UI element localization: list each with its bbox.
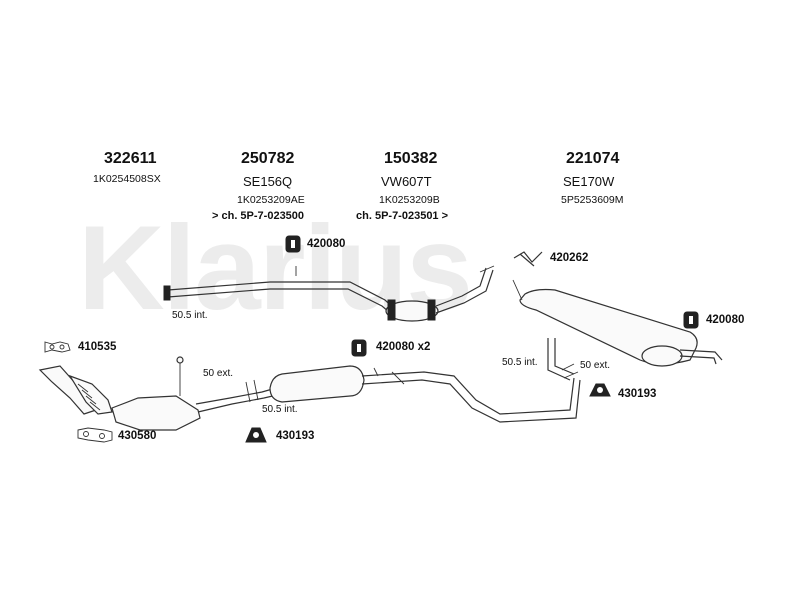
oe-reference-322611: 1K0254508SX: [93, 173, 161, 185]
accessory-label-420080-x2: 420080 x2: [376, 341, 431, 353]
product-code-221074: SE170W: [563, 174, 615, 189]
middle-silencer[interactable]: [269, 363, 581, 423]
chassis-range-150382: ch. 5P-7-023501 >: [356, 210, 449, 222]
accessory-label-420080-right: 420080: [706, 314, 745, 326]
clamp-icon-420080-x2[interactable]: [351, 339, 367, 357]
part-number-322611: 322611: [104, 150, 157, 167]
centre-pipe-assembly[interactable]: [163, 265, 495, 322]
gasket-icon-410535[interactable]: [44, 341, 71, 353]
dimension-label-50-ext-right: 50 ext.: [580, 360, 611, 371]
gasket-icon-430580[interactable]: [77, 427, 113, 443]
dimension-label-50-5-int-right: 50.5 int.: [502, 357, 538, 368]
clamp-icon-420080-right[interactable]: [683, 311, 699, 329]
clamp-icon-420080-top[interactable]: [285, 235, 301, 253]
hanger-icon-420262[interactable]: [513, 251, 543, 267]
accessory-label-430193-right: 430193: [618, 388, 657, 400]
product-code-250782: SE156Q: [243, 174, 293, 189]
dimension-label-50-ext-left: 50 ext.: [203, 368, 234, 379]
accessory-label-420262: 420262: [550, 252, 589, 264]
oe-reference-150382: 1K0253209B: [379, 194, 440, 206]
part-number-250782: 250782: [241, 150, 295, 167]
accessory-label-420080-top: 420080: [307, 238, 346, 250]
rear-silencer[interactable]: [512, 279, 723, 381]
dimension-label-50-5-int-mid: 50.5 int.: [262, 404, 298, 415]
accessory-label-430193-mid: 430193: [276, 430, 315, 442]
dimension-label-top-pipe: 50.5 int.: [172, 310, 208, 321]
part-number-150382: 150382: [384, 150, 438, 167]
accessory-label-410535: 410535: [78, 341, 117, 353]
accessory-label-430580: 430580: [118, 430, 157, 442]
product-code-150382: VW607T: [381, 174, 432, 189]
front-pipe-catalyst[interactable]: [38, 356, 291, 431]
part-number-221074: 221074: [566, 150, 620, 167]
mount-icon-430193-mid[interactable]: [245, 427, 267, 443]
oe-reference-221074: 5P5253609M: [561, 194, 624, 206]
chassis-range-250782: > ch. 5P-7-023500: [212, 210, 305, 222]
mount-icon-430193-right[interactable]: [589, 383, 611, 397]
oe-reference-250782: 1K0253209AE: [237, 194, 305, 206]
